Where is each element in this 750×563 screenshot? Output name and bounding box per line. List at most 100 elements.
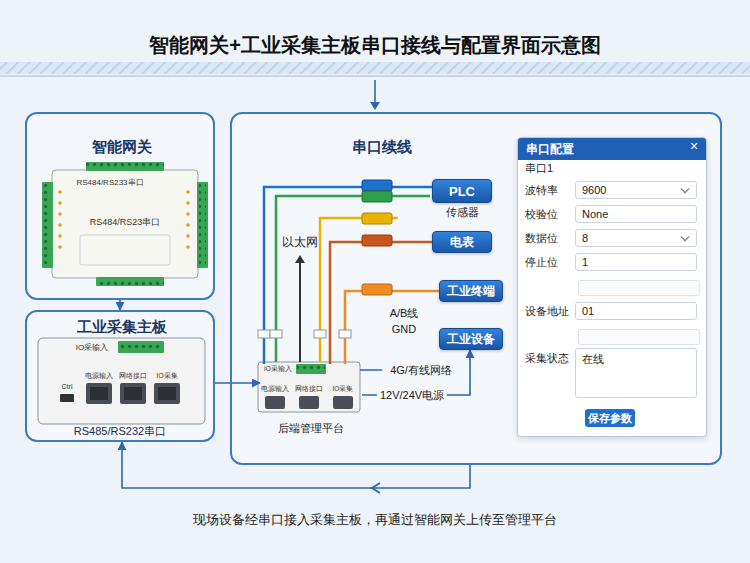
node-label: 串口配置 <box>518 138 706 160</box>
field-value: 1 <box>575 253 697 271</box>
terminal-plugs <box>362 180 392 295</box>
part-label: 网络接口 <box>119 372 147 380</box>
title-arrow <box>374 80 376 104</box>
collector-board <box>60 394 74 402</box>
part-label: 网络接口 <box>295 385 323 392</box>
part-label: RS484/RS233串口 <box>76 178 143 187</box>
field-value: None <box>575 205 697 223</box>
device-box: PLC传感器 <box>432 179 492 203</box>
connector <box>122 442 470 488</box>
panel-grounds <box>25 310 215 442</box>
terminal-plugs <box>362 191 392 202</box>
title-rule <box>0 76 750 77</box>
panel-heading: 工业采集主板 <box>77 318 167 337</box>
part-label: Ctrl <box>62 383 73 391</box>
node-caption: 传感器 <box>446 205 479 220</box>
device-box: 工业终端 <box>439 280 503 302</box>
collector-board <box>124 387 142 400</box>
field-value: 8 <box>575 229 697 247</box>
collector-board <box>118 341 164 353</box>
signal-wires <box>299 262 301 362</box>
part-label: A/B线 <box>390 307 419 320</box>
cable-clips <box>258 330 351 338</box>
field-name: 设备地址 <box>525 305 569 318</box>
platform-board <box>296 364 326 374</box>
field-name: 波特率 <box>525 184 558 197</box>
device-box: 工业设备 <box>439 328 503 350</box>
diagram-caption: 现场设备经串口接入采集主板，再通过智能网关上传至管理平台 <box>0 511 750 529</box>
gateway-device <box>184 190 192 256</box>
part-label: RS484/RS23串口 <box>90 217 161 227</box>
collector-board <box>38 338 205 424</box>
device-box: 电表 <box>432 231 492 253</box>
signal-wires <box>295 255 305 263</box>
panel-heading: 智能网关 <box>92 138 152 157</box>
terminal-plugs <box>362 235 392 246</box>
platform-board <box>299 396 319 409</box>
collector-board <box>90 387 108 400</box>
collector-board <box>120 383 146 404</box>
node-label: 后端管理平台 <box>278 421 344 436</box>
connector <box>215 382 260 384</box>
terminal-plugs <box>362 284 392 295</box>
node-label: PLC <box>449 184 475 199</box>
title-band <box>0 62 750 74</box>
panel-grounds <box>25 112 722 465</box>
collector-board <box>158 387 176 400</box>
node-label: 工业终端 <box>447 283 495 300</box>
node-label: 工业设备 <box>447 331 495 348</box>
gateway-device <box>44 182 51 268</box>
platform-board <box>265 396 285 409</box>
part-label: IO采输入 <box>264 365 292 372</box>
signal-wires <box>276 196 430 370</box>
platform-board <box>258 362 360 412</box>
part-label: 以太网 <box>282 236 318 250</box>
group-panel: 智能网关 <box>25 112 215 300</box>
panel-grounds <box>25 112 215 300</box>
gateway-device <box>86 162 164 171</box>
field-name: 停止位 <box>525 256 558 269</box>
field-name: 采集状态 <box>525 352 569 365</box>
group-panel: PLC传感器电表工业终端工业设备后端管理平台串口配置串口续线 <box>230 112 722 465</box>
gateway-device <box>86 163 164 170</box>
part-label: RS485/RS232串口 <box>74 425 166 438</box>
field-value: 9600 <box>575 181 697 199</box>
gateway-device <box>52 170 198 278</box>
status-value: 在线 <box>575 348 697 398</box>
panel-grounds <box>230 112 722 465</box>
panel-heading: 串口续线 <box>352 138 412 157</box>
save-button: 保存参数 <box>585 409 635 427</box>
part-label: 4G/有线网络 <box>390 364 452 377</box>
empty-field <box>578 329 700 345</box>
node-label: 电表 <box>450 234 474 251</box>
cable-clips <box>258 330 270 338</box>
platform-board <box>333 396 353 409</box>
part-label: 电源输入 <box>261 385 289 392</box>
title-arrow <box>370 102 380 110</box>
part-label: IO采集 <box>333 385 354 392</box>
gateway-device <box>42 162 208 286</box>
part-label: × <box>690 138 698 154</box>
gateway-device <box>96 277 164 286</box>
terminal-plugs <box>362 180 392 191</box>
part-label: 电源输入 <box>85 372 113 380</box>
part-label: IO采集 <box>156 372 177 380</box>
cable-clips <box>270 330 282 338</box>
part-label: GND <box>392 323 416 336</box>
collector-board <box>38 338 205 424</box>
terminal-plugs <box>362 213 392 224</box>
connector <box>119 300 121 310</box>
signal-wires <box>276 196 430 362</box>
collector-board <box>119 343 163 351</box>
part-label: IO采输入 <box>76 343 108 352</box>
connector <box>264 187 432 364</box>
gateway-device <box>199 182 206 268</box>
gateway-device <box>80 235 170 265</box>
gateway-device <box>197 182 208 268</box>
cable-clips <box>314 330 326 338</box>
gateway-device <box>58 190 66 256</box>
